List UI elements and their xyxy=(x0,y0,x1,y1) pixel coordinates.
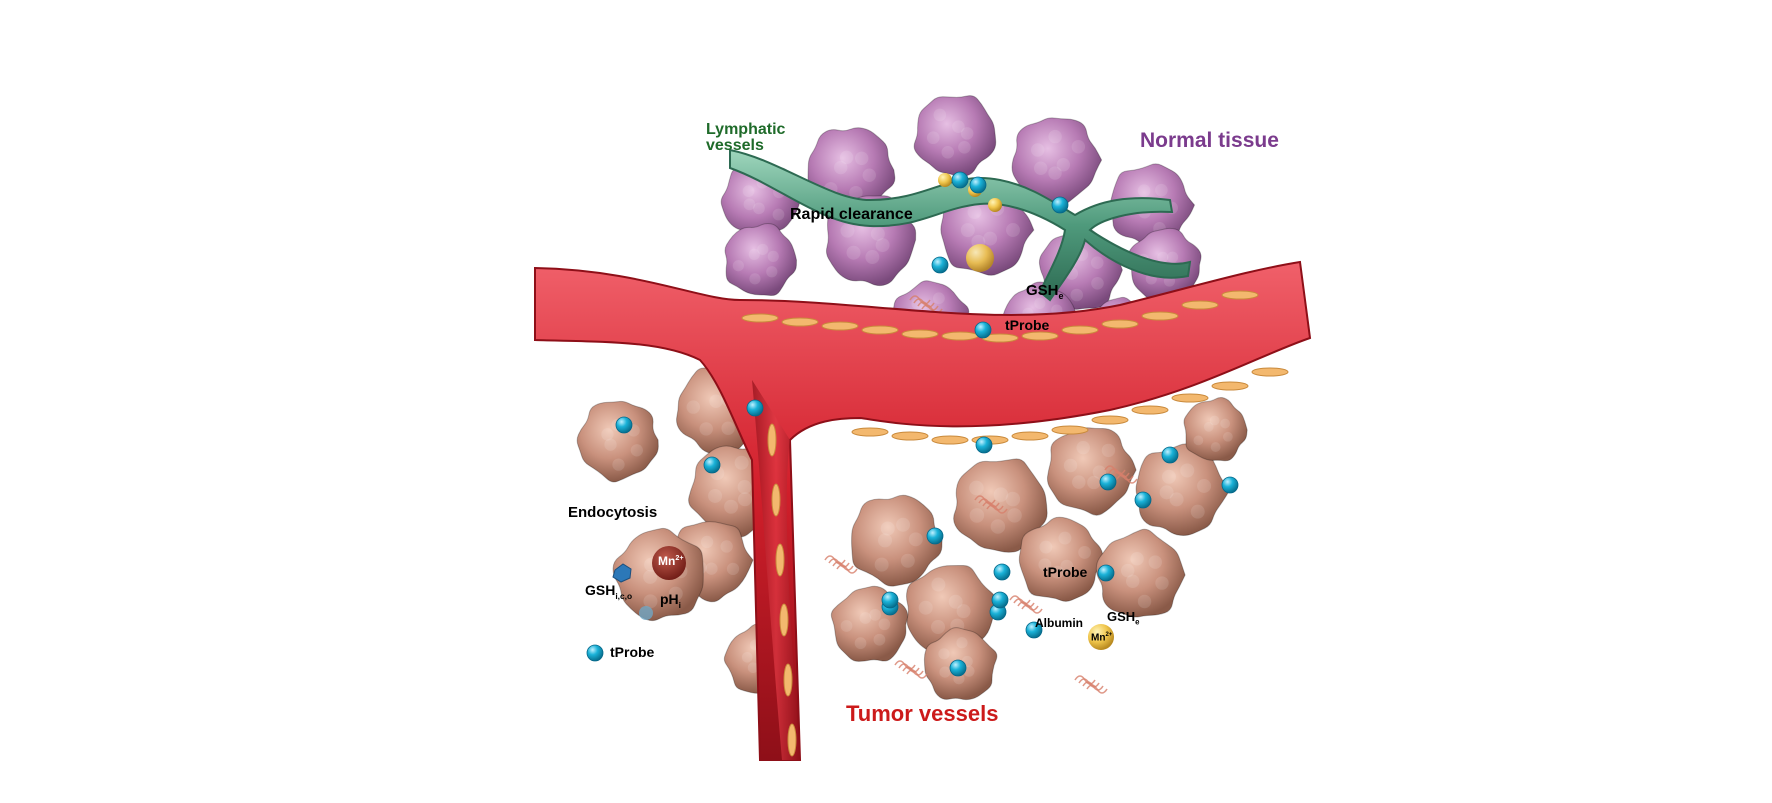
tprobe-particle xyxy=(746,399,764,417)
endothelial-cell xyxy=(931,435,969,445)
endothelial-cell xyxy=(779,603,789,637)
tprobe-particle xyxy=(703,456,721,474)
albumin-label: Albumin xyxy=(1035,616,1083,630)
tprobe-particle xyxy=(1221,476,1239,494)
tprobe-particle xyxy=(949,659,967,677)
normal-cell xyxy=(724,222,798,297)
endothelial-cell xyxy=(775,543,785,577)
endothelial-cell xyxy=(1221,290,1259,300)
tprobe-particle xyxy=(1099,473,1117,491)
tprobe-particle xyxy=(1161,446,1179,464)
gsh-normal-label: GSHe xyxy=(1026,282,1064,301)
albumin-protein xyxy=(894,660,928,679)
endothelial-cell xyxy=(741,313,779,323)
endothelial-cell xyxy=(1211,381,1249,391)
tprobe-particle xyxy=(974,321,992,339)
normal-tissue-label: Normal tissue xyxy=(1140,129,1279,152)
albumin-protein xyxy=(1074,675,1108,694)
cell-markers xyxy=(612,244,1114,650)
endothelial-cell xyxy=(1061,325,1099,335)
rapid-clearance-label: Rapid clearance xyxy=(790,206,913,223)
endosome xyxy=(639,606,653,620)
tprobe-particle xyxy=(1134,491,1152,509)
probe-in-lymph xyxy=(988,198,1002,212)
endothelial-cell xyxy=(1091,415,1129,425)
normal-cell xyxy=(913,95,997,177)
endothelial-cell xyxy=(1011,431,1049,441)
endothelial-cell xyxy=(941,331,979,341)
tprobe-particle xyxy=(991,591,1009,609)
endothelial-cell xyxy=(783,663,793,697)
tprobe-particle xyxy=(881,591,899,609)
endothelial-cell xyxy=(1101,319,1139,329)
tumor-vessels-label: Tumor vessels xyxy=(846,701,999,726)
lymphatic-vessels-label: Lymphatic vessels xyxy=(706,121,786,154)
nanoparticle xyxy=(966,244,994,272)
endothelial-cell xyxy=(1051,425,1089,435)
mn-cell-label: Mn2+ xyxy=(658,553,684,568)
tprobe-particles xyxy=(586,171,1239,677)
tprobe-particle xyxy=(975,436,993,454)
endothelial-cell xyxy=(771,483,781,517)
gsh-cell-label: GSHi,c,o xyxy=(585,582,633,601)
albumin-protein xyxy=(824,555,858,574)
endothelial-cell xyxy=(891,431,929,441)
endothelial-cell xyxy=(851,427,889,437)
tprobe-particle xyxy=(951,171,969,189)
endothelial-cell xyxy=(767,423,777,457)
tumor-cell xyxy=(1018,516,1105,602)
albumin-protein xyxy=(1104,465,1138,484)
albumin-protein xyxy=(974,495,1008,514)
tprobe-particle xyxy=(969,176,987,194)
tprobe-particle xyxy=(615,416,633,434)
tprobe-particle xyxy=(586,644,604,662)
endothelial-cell xyxy=(1131,405,1169,415)
tprobe-particle xyxy=(1025,621,1043,639)
gsh-tumor-label: GSHe xyxy=(1107,609,1140,627)
mn-tumor-label: Mn2+ xyxy=(1091,632,1113,644)
endothelial-cell xyxy=(1141,311,1179,321)
albumin-proteins xyxy=(824,295,1138,694)
probe-in-lymph xyxy=(938,173,952,187)
mn-ion-tumor xyxy=(1088,624,1114,650)
endothelial-cell xyxy=(787,723,797,757)
endothelial-cell xyxy=(781,317,819,327)
tumor-cell xyxy=(1095,528,1186,618)
gsh-cluster-icon xyxy=(612,563,632,583)
tumor-cell xyxy=(851,494,943,587)
tprobe-particle xyxy=(993,563,1011,581)
normal-cell xyxy=(1011,117,1103,207)
tumor-cell xyxy=(1046,427,1137,516)
tumor-cell xyxy=(576,400,659,483)
endothelial-cell xyxy=(1171,393,1209,403)
endocytosis-label: Endocytosis xyxy=(568,504,658,521)
tumor-cell xyxy=(1183,397,1248,462)
tprobe-normal-label: tProbe xyxy=(1005,317,1050,333)
tumor-blood-vessel xyxy=(534,260,1312,761)
tprobe-particle xyxy=(926,527,944,545)
albumin-protein xyxy=(909,295,943,314)
lymphatic-vessel-tube xyxy=(729,148,1192,302)
tprobe-legend-label: tProbe xyxy=(610,644,655,660)
tumor-cells xyxy=(576,367,1248,701)
blood-vessels xyxy=(534,260,1312,761)
endothelial-cell xyxy=(901,329,939,339)
endothelial-cell xyxy=(1021,331,1059,341)
albumin-protein xyxy=(1009,595,1043,614)
endothelial-cell xyxy=(861,325,899,335)
tumor-cell xyxy=(953,458,1048,553)
endothelial-cell xyxy=(1181,300,1219,310)
ph-cell-label: pHi xyxy=(660,591,681,610)
tprobe-particle xyxy=(931,256,949,274)
tprobe-particle xyxy=(1051,196,1069,214)
endothelial-cell xyxy=(821,321,859,331)
tprobe-particle xyxy=(1097,564,1115,582)
tprobe-tumor-label: tProbe xyxy=(1043,564,1088,580)
endothelial-cell xyxy=(1251,367,1289,377)
mn-ion-cell xyxy=(652,546,686,580)
